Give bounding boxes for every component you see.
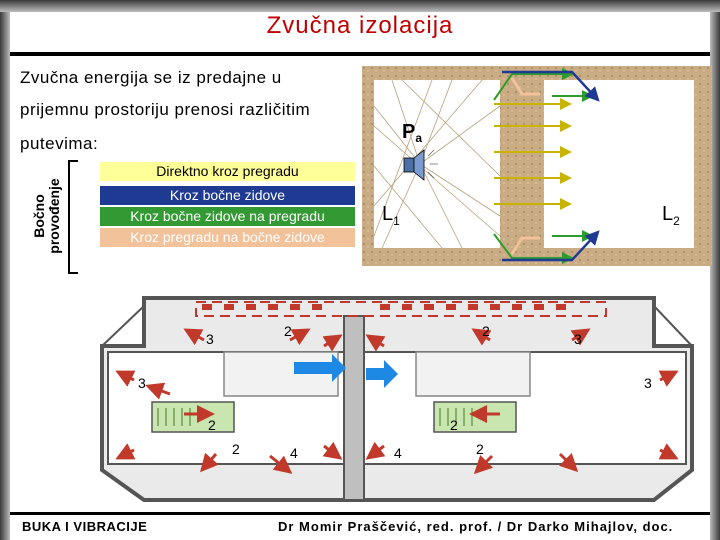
title-rule (10, 52, 710, 56)
direct-arrows (494, 98, 572, 210)
flanking-label-line-1: Bočno (31, 194, 47, 238)
reflection-lines (373, 79, 501, 249)
frame-top (0, 0, 720, 12)
level-l1-label: L1 (382, 203, 400, 228)
plan-label: 3 (138, 375, 146, 391)
panel-right (433, 401, 517, 433)
dash-markers (202, 304, 566, 310)
plan-label: 4 (394, 445, 402, 461)
plan-label: 2 (476, 441, 484, 457)
footer-rule (10, 512, 710, 515)
path-flanking-walls: Kroz bočne zidove (100, 186, 355, 205)
paragraph-line-3: putevima: (20, 134, 99, 153)
speaker-icon (403, 149, 438, 181)
plan-label: 3 (574, 331, 582, 347)
direct-arrow-blue (294, 354, 346, 382)
path-direct: Direktno kroz pregradu (100, 162, 355, 181)
panel-left (151, 401, 235, 433)
plan-label: 2 (232, 441, 240, 457)
frame-right (710, 0, 720, 540)
peach-paths (510, 77, 540, 255)
paragraph-line-2: prijemnu prostoriju prenosi različitim (20, 100, 311, 119)
room-diagram: Pa L1 L2 (362, 66, 712, 266)
plan-label: 2 (482, 323, 490, 339)
slide-title: Zvučna izolacija (266, 12, 454, 39)
paragraph-line-1: Zvučna energija se iz predajne u (20, 68, 282, 87)
plan-label: 2 (284, 323, 292, 339)
plan-label: 3 (644, 375, 652, 391)
red-arrows (115, 328, 679, 475)
plan-label: 2 (450, 417, 458, 433)
flanking-label-line-2: provođenje (46, 178, 62, 254)
frame-left (0, 0, 10, 540)
footer-course: BUKA I VIBRACIJE (22, 519, 148, 534)
plan-label: 4 (290, 445, 298, 461)
flanking-bracket (68, 160, 78, 274)
plan-label: 3 (206, 331, 214, 347)
footer-authors: Dr Momir Praščević, red. prof. / Dr Dark… (278, 519, 674, 534)
blue-arrows (502, 70, 600, 262)
partition-wall (343, 315, 365, 501)
plan-diagram: 3 2 3 2 3 3 2 2 2 4 2 4 (100, 296, 694, 502)
path-partition-to-flank: Kroz pregradu na bočne zidove (100, 228, 355, 247)
level-l2-label: L2 (662, 203, 680, 228)
source-power-label: Pa (402, 121, 422, 145)
plan-label: 2 (208, 417, 216, 433)
path-flank-to-partition: Kroz bočne zidove na pregradu (100, 207, 355, 226)
direct-arrow-blue-2 (366, 360, 398, 388)
